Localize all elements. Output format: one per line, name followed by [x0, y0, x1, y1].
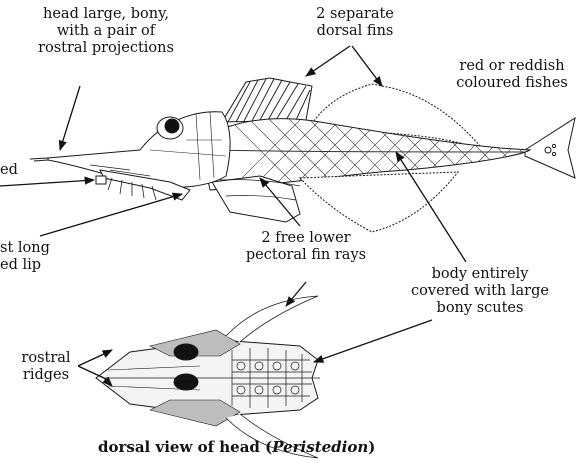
pointer-scutes — [314, 320, 432, 362]
pect-label-line1: 2 free lower — [236, 230, 376, 247]
pointer-dorsal-1 — [306, 46, 350, 76]
rostral-ridges-label: rostral ridges — [14, 350, 78, 384]
pect-label-line2: pectoral fin rays — [236, 247, 376, 264]
caption-genus: Peristedion — [272, 438, 368, 456]
body-label-line2: covered with large — [400, 283, 560, 300]
pectoral-fin — [212, 176, 300, 222]
head-label: head large, bony, with a pair of rostral… — [28, 6, 184, 57]
fish-head — [48, 112, 230, 188]
body-scutes-label: body entirely covered with large bony sc… — [400, 266, 560, 317]
red-label-line1: red or reddish — [448, 58, 576, 75]
dorsal-label-line1: 2 separate — [300, 6, 410, 23]
lip-label-line2: ed lip — [0, 257, 50, 274]
dorsal-view-caption: dorsal view of head (Peristedion) — [98, 438, 375, 456]
pointer-dorsal-2 — [352, 46, 382, 86]
head-label-line1: head large, bony, — [28, 6, 184, 23]
red-label-line2: coloured fishes — [448, 75, 576, 92]
pointer-head — [60, 86, 80, 150]
cutoff-ed-label: ed — [0, 162, 18, 179]
pointer-lip — [40, 194, 182, 236]
head-label-line2: with a pair of — [28, 23, 184, 40]
lip-label-line1: st long — [0, 240, 50, 257]
fish-lateral-view — [30, 78, 575, 232]
lip-label: st long ed lip — [0, 240, 50, 274]
dorsal-label-line2: dorsal fins — [300, 23, 410, 40]
dorsal-head-view — [96, 296, 320, 458]
caption-prefix: dorsal view of head ( — [98, 438, 272, 456]
body-label-line3: bony scutes — [400, 300, 560, 317]
rostral-label-line2: ridges — [14, 367, 78, 384]
pectoral-rays-label: 2 free lower pectoral fin rays — [236, 230, 376, 264]
head-label-line3: rostral projections — [28, 40, 184, 57]
rostral-label-line1: rostral — [14, 350, 78, 367]
pointer-ed — [0, 180, 94, 186]
body-label-line1: body entirely — [400, 266, 560, 283]
ed-fragment: ed — [0, 162, 18, 178]
anal-fin — [300, 172, 458, 232]
caption-suffix: ) — [368, 438, 375, 456]
red-fish-label: red or reddish coloured fishes — [448, 58, 576, 92]
dorsal-fins-label: 2 separate dorsal fins — [300, 6, 410, 40]
